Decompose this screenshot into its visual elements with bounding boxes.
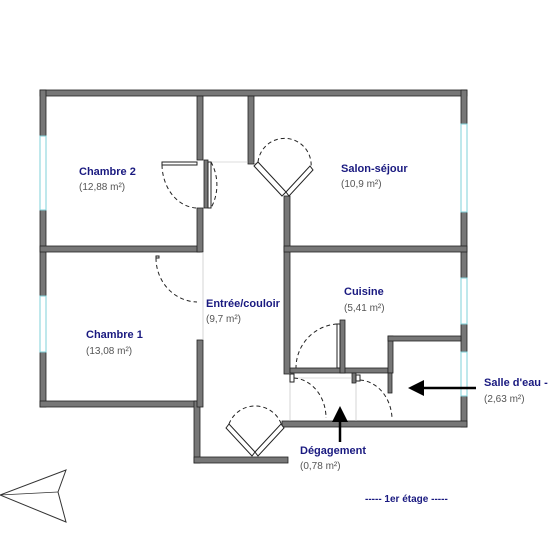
interior-walls	[39, 95, 468, 408]
room-salon-sejour: Salon-séjour (10,9 m²)	[341, 163, 408, 190]
room-salle-d-eau: Salle d'eau - (2,63 m²)	[484, 377, 548, 405]
room-area: (10,9 m²)	[341, 179, 382, 190]
room-name: Cuisine	[344, 286, 384, 298]
room-name: Entrée/couloir	[206, 298, 281, 310]
floor-label: ----- 1er étage -----	[365, 494, 448, 505]
room-name: Salle d'eau -	[484, 377, 548, 389]
arrow-icon	[408, 380, 476, 396]
room-area: (13,08 m²)	[86, 346, 132, 357]
partition-lines	[202, 161, 357, 421]
compass-arrow-icon	[0, 469, 67, 523]
room-name: Chambre 2	[79, 166, 136, 178]
room-name: Chambre 1	[86, 329, 143, 341]
room-entree-couloir: Entrée/couloir (9,7 m²)	[206, 298, 281, 325]
room-cuisine: Cuisine (5,41 m²)	[344, 286, 385, 314]
room-area: (9,7 m²)	[206, 314, 241, 325]
windows	[39, 123, 468, 397]
room-chambre-2: Chambre 2 (12,88 m²)	[79, 166, 136, 193]
room-area: (12,88 m²)	[79, 182, 125, 193]
room-area: (0,78 m²)	[300, 461, 341, 472]
room-name: Dégagement	[300, 445, 366, 457]
room-area: (5,41 m²)	[344, 303, 385, 314]
room-area: (2,63 m²)	[484, 394, 525, 405]
doors	[155, 137, 393, 457]
arrow-icon	[332, 406, 348, 442]
room-chambre-1: Chambre 1 (13,08 m²)	[86, 329, 143, 357]
room-name: Salon-séjour	[341, 163, 408, 175]
room-degagement: Dégagement (0,78 m²)	[300, 445, 366, 472]
